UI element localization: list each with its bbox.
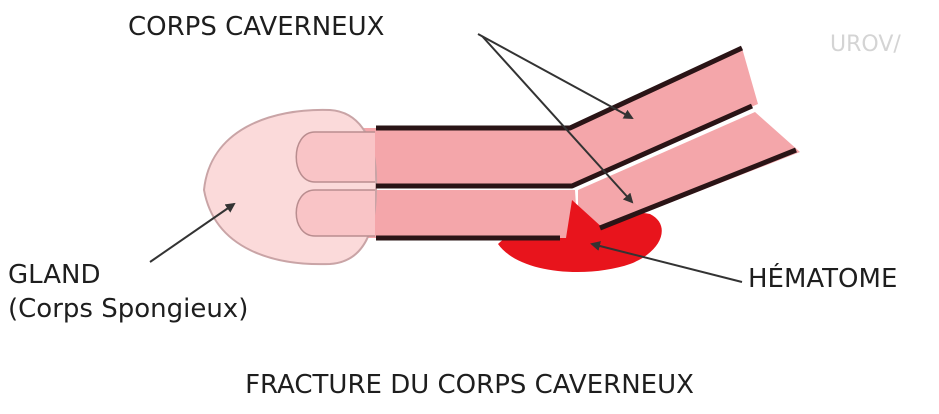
- label-gland-line1: GLAND: [8, 258, 248, 292]
- arrow-gland: [150, 204, 234, 262]
- label-gland: GLAND (Corps Spongieux): [8, 258, 248, 326]
- label-gland-line2: (Corps Spongieux): [8, 292, 248, 326]
- watermark-text: UROV/: [830, 28, 901, 62]
- diagram-caption: FRACTURE DU CORPS CAVERNEUX: [0, 368, 939, 402]
- label-hematome: HÉMATOME: [748, 262, 897, 296]
- label-corps-caverneux: CORPS CAVERNEUX: [128, 10, 384, 44]
- arrow-corps-upper: [478, 34, 632, 118]
- upper-corpus-tip: [296, 132, 375, 182]
- lower-corpus-tip: [296, 190, 375, 236]
